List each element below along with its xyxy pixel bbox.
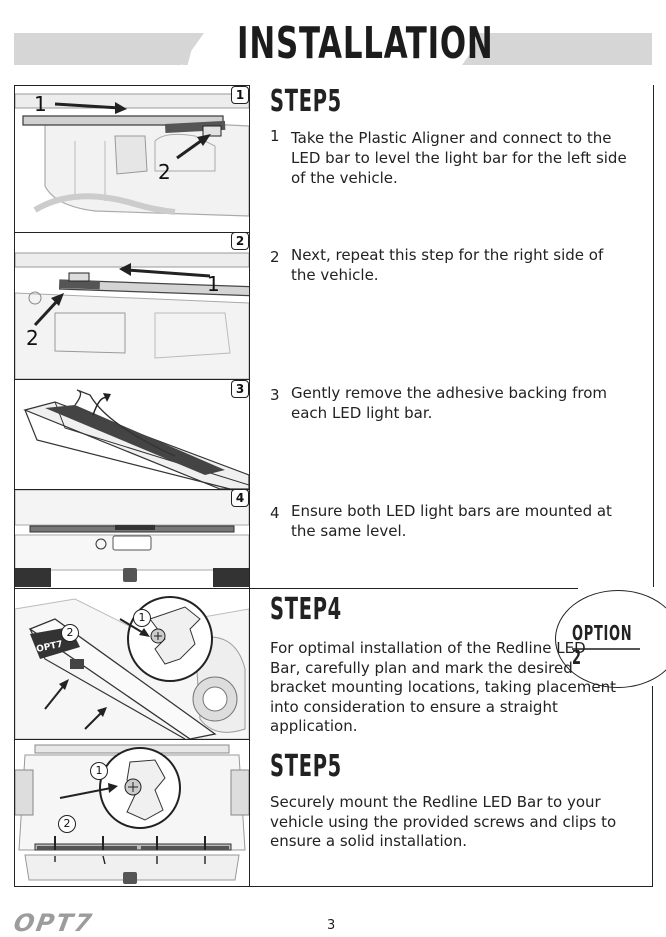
item-1-text: Take the Plastic Aligner and connect to … — [291, 129, 627, 187]
bracket-mount-illustration — [15, 744, 249, 884]
callout-2: 2 — [158, 160, 171, 184]
callout-1b: 1 — [207, 272, 220, 296]
panel-badge-2: 2 — [231, 232, 249, 250]
item-2-number: 2 — [270, 248, 280, 266]
panel-badge-3: 3 — [231, 380, 249, 398]
step5b-heading: STEP5 — [270, 749, 342, 784]
option-badge-label: OPTION 2 — [572, 621, 633, 669]
step5-heading: STEP5 — [270, 84, 342, 119]
bracket-mark-illustration: OPT7 — [15, 596, 249, 739]
lower-divider — [249, 588, 250, 887]
header-band-right — [462, 33, 652, 65]
panel-sep-2 — [14, 379, 250, 380]
panel-sep-1 — [14, 232, 250, 233]
step4-text: For optimal installation of the Redline … — [270, 639, 616, 735]
circled-callout-2-lower: 2 — [58, 815, 76, 833]
lower-frame-bottom — [14, 886, 653, 887]
step4-heading: STEP4 — [270, 592, 342, 627]
upper-divider — [249, 85, 250, 588]
panel-1-illustration — [15, 93, 249, 217]
panel-2-illustration — [15, 252, 249, 379]
option-badge-underline — [572, 648, 640, 650]
item-2-text: Next, repeat this step for the right sid… — [291, 246, 604, 284]
page-title: INSTALLATION — [237, 18, 494, 69]
circled-callout-1-upper: 1 — [133, 609, 151, 627]
item-4-number: 4 — [270, 504, 280, 522]
panel-4-illustration — [15, 490, 249, 587]
brand-logo: OPT7 — [11, 909, 96, 937]
item-4-text: Ensure both LED light bars are mounted a… — [291, 502, 612, 540]
panel-3-illustration — [23, 389, 249, 489]
page-number: 3 — [327, 918, 336, 933]
lower-frame-top — [14, 588, 578, 589]
upper-frame-top-left — [14, 85, 250, 86]
step5b-text: Securely mount the Redline LED Bar to yo… — [270, 793, 617, 850]
callout-1: 1 — [34, 92, 47, 116]
upper-frame-right — [653, 85, 654, 587]
item-3-number: 3 — [270, 386, 280, 404]
item-1-number: 1 — [270, 127, 280, 145]
item-3-text: Gently remove the adhesive backing from … — [291, 384, 607, 422]
panel-badge-1: 1 — [231, 86, 249, 104]
option-badge — [555, 590, 666, 688]
lower-frame-right — [652, 686, 653, 887]
circled-callout-2-upper: 2 — [61, 624, 79, 642]
panel-badge-4: 4 — [231, 489, 249, 507]
lower-panel-sep — [14, 739, 250, 740]
callout-2b: 2 — [26, 326, 39, 350]
circled-callout-1-lower: 1 — [90, 762, 108, 780]
header-band-left — [14, 33, 204, 65]
upper-frame — [14, 85, 654, 588]
